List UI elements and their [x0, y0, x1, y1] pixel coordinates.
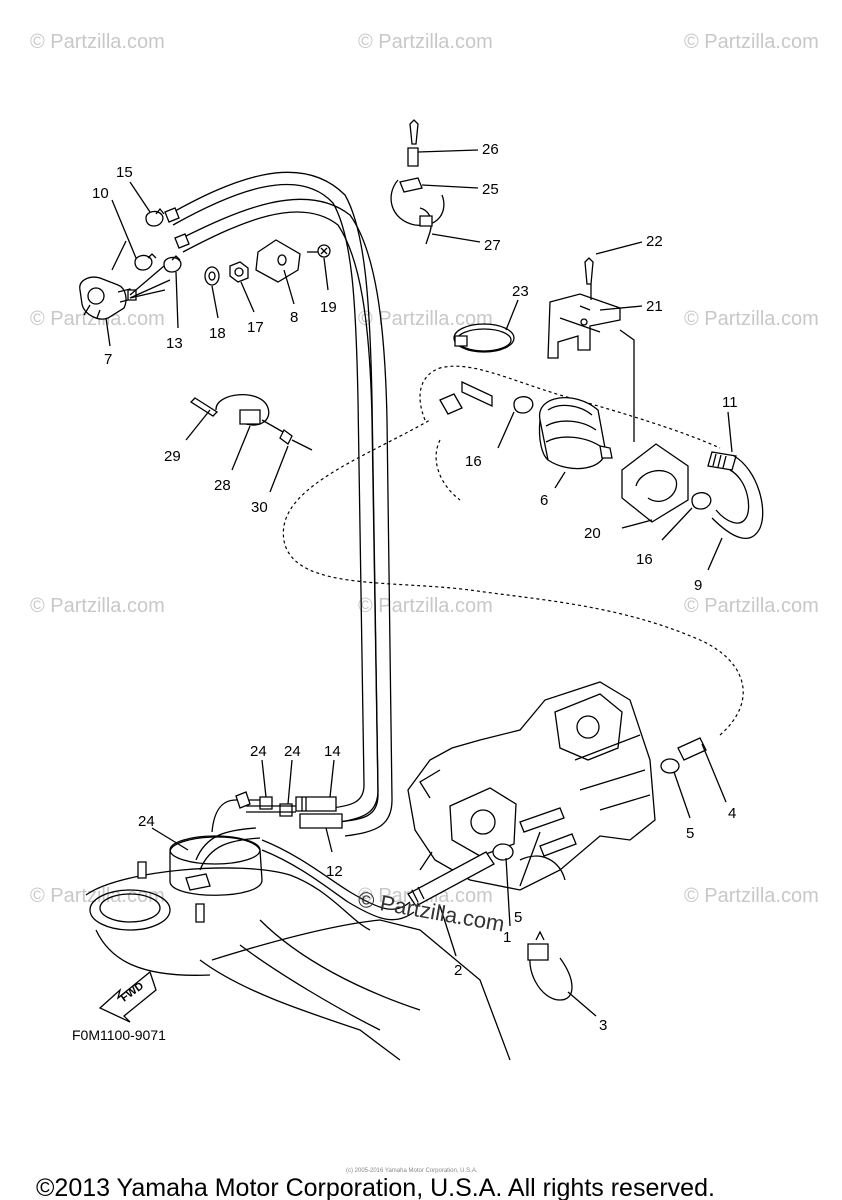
callout-24-c: 24: [138, 813, 155, 830]
callout-10: 10: [92, 185, 109, 202]
watermark: © Partzilla.com: [684, 885, 819, 907]
callout-29: 29: [164, 448, 181, 465]
callout-16-right: 16: [636, 551, 653, 568]
part-20-filter-bracket: [621, 443, 689, 529]
long-hoses: [164, 171, 393, 837]
part-11-hose-end: [707, 411, 737, 471]
part-6-fuel-filter: [538, 397, 613, 489]
part-19-screw: [307, 244, 331, 258]
part-17-nut: [229, 261, 249, 283]
small-notice: (c) 2005-2016 Yamaha Motor Corporation, …: [346, 1168, 478, 1174]
callout-17: 17: [247, 319, 264, 336]
callout-24-b: 24: [284, 743, 301, 760]
callout-9: 9: [694, 577, 702, 594]
part-15-clamp: [145, 207, 165, 227]
part-23-clamp: [453, 299, 519, 353]
part-7-fuel-valve: [79, 276, 137, 320]
callout-14: 14: [324, 743, 341, 760]
watermark: © Partzilla.com: [30, 31, 165, 53]
fwd-arrow-icon: FWD: [98, 970, 157, 1023]
callout-26: 26: [482, 141, 499, 158]
callout-30: 30: [251, 499, 268, 516]
watermark: © Partzilla.com: [358, 308, 493, 330]
dashed-routing: [282, 365, 744, 736]
watermark: © Partzilla.com: [30, 595, 165, 617]
callout-1: 1: [503, 929, 511, 946]
callout-7: 7: [104, 351, 112, 368]
part-16-clamp-b: [661, 492, 712, 541]
watermark: © Partzilla.com: [358, 595, 493, 617]
part-16-clamp-a: [497, 396, 534, 449]
watermark: © Partzilla.com: [684, 31, 819, 53]
callout-4: 4: [728, 805, 736, 822]
callout-2: 2: [454, 962, 462, 979]
callout-13: 13: [166, 335, 183, 352]
watermark: © Partzilla.com: [684, 595, 819, 617]
watermark: © Partzilla.com: [684, 308, 819, 330]
callout-11: 11: [722, 394, 738, 411]
callout-20: 20: [584, 525, 601, 542]
callout-25: 25: [482, 181, 499, 198]
part-13-clamp: [163, 255, 182, 273]
callout-23: 23: [512, 283, 529, 300]
watermark: © Partzilla.com: [358, 31, 493, 53]
callout-27: 27: [484, 237, 501, 254]
callout-3: 3: [599, 1017, 607, 1034]
callout-22: 22: [646, 233, 663, 250]
diagram-code: F0M1100-9071: [72, 1027, 166, 1043]
callout-24-a: 24: [250, 743, 267, 760]
callout-15: 15: [116, 164, 133, 181]
part-10-clamp: [134, 253, 157, 271]
part-9-hose: [707, 455, 764, 571]
callout-28: 28: [214, 477, 231, 494]
part-8-grommet: [255, 239, 301, 283]
part-18-washer: [204, 266, 220, 286]
callout-16-left: 16: [465, 453, 482, 470]
copyright-text: ©2013 Yamaha Motor Corporation, U.S.A. A…: [36, 1174, 715, 1200]
part-28-29-30-clamp-set: [185, 394, 313, 493]
leaders-top-left: [105, 181, 329, 347]
part-21-bracket: [547, 241, 643, 442]
callout-21: 21: [646, 298, 663, 315]
part-25-26-27-clamp-set: [390, 119, 481, 245]
callout-8: 8: [290, 309, 298, 326]
callout-labels: 1 2 3 4 5 5 6 7 8 9 10 11 12 13 14 15 16…: [92, 141, 738, 1034]
fuel-pipe-segment: [439, 380, 493, 415]
callout-19: 19: [320, 299, 337, 316]
fuel-tank: [85, 759, 511, 1061]
callout-6: 6: [540, 492, 548, 509]
carburetor-assembly: [407, 681, 727, 1017]
callout-18: 18: [209, 325, 226, 342]
callout-5-upper: 5: [686, 825, 694, 842]
callout-5-lower: 5: [514, 909, 522, 926]
callout-12: 12: [326, 863, 343, 880]
